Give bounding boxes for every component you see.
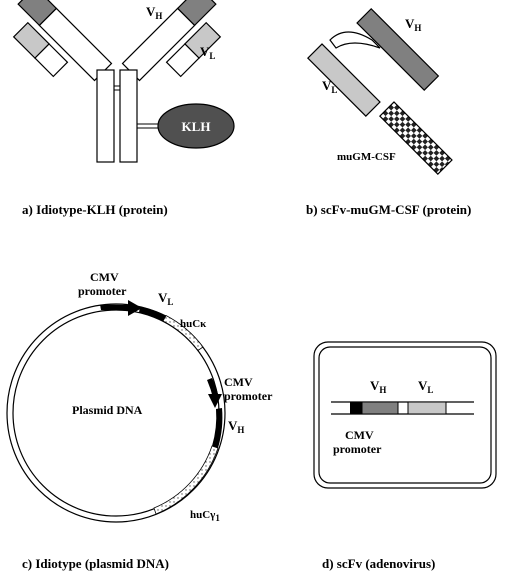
panel-b-vh-label: VH xyxy=(405,16,421,33)
panel-a-klh-label: KLH xyxy=(182,119,211,134)
left-vh-domain xyxy=(17,0,58,27)
panel-b-scfv xyxy=(307,7,453,175)
panel-b-gmcsf-label: muGM-CSF xyxy=(337,151,396,163)
scfv-vl-domain xyxy=(307,43,381,117)
adeno-cmv-promoter xyxy=(350,402,362,414)
panel-b-vl-label: VL xyxy=(322,78,337,95)
panel-c-vh-label: VH xyxy=(228,418,244,435)
right-heavy-chain xyxy=(121,0,217,82)
panel-c-cmv1-line2: promoter xyxy=(78,284,127,298)
panel-c-caption: c) Idiotype (plasmid DNA) xyxy=(22,556,169,571)
cmv-promoter-1-arrow xyxy=(100,304,132,311)
panel-a-vh-label: VH xyxy=(146,4,162,21)
fc-stem-right xyxy=(119,69,138,163)
hucg1-segment xyxy=(153,445,219,515)
panel-b-caption: b) scFv-muGM-CSF (protein) xyxy=(306,202,471,217)
klh-carrier xyxy=(157,103,235,149)
panel-c-cmv2-line2: promoter xyxy=(224,389,273,403)
panel-d-adenovirus xyxy=(313,341,497,489)
panel-a-vl-label: VL xyxy=(200,44,215,61)
panel-d-vl-label: VL xyxy=(418,378,433,395)
right-vh-domain xyxy=(176,0,217,27)
cmv-promoter-2-arrow xyxy=(207,378,219,398)
plasmid-outer-ring xyxy=(6,303,226,523)
panel-d-caption: d) scFv (adenovirus) xyxy=(322,556,435,571)
vl-segment xyxy=(139,306,166,321)
panel-c-vl-label: VL xyxy=(158,290,173,307)
right-light-chain xyxy=(165,21,222,78)
panel-d-vh-label: VH xyxy=(370,378,386,395)
scfv-vh-domain xyxy=(356,7,440,91)
panel-a-antibody xyxy=(12,0,235,163)
panel-d-cmv-line2: promoter xyxy=(333,442,382,456)
huck-segment xyxy=(162,314,204,352)
panel-c-cmv1-line1: CMV xyxy=(90,270,119,284)
adeno-vh-segment xyxy=(361,401,399,415)
panel-c-plasmid xyxy=(6,300,226,523)
gmcsf-domain xyxy=(379,101,453,175)
panel-c-hucg1-label: huCγ1 xyxy=(190,509,220,523)
panel-d-cmv-line1: CMV xyxy=(345,428,374,442)
panel-c-plasmid-label: Plasmid DNA xyxy=(72,403,143,417)
adenovirus-outer-frame xyxy=(313,341,497,489)
panel-a-caption: a) Idiotype-KLH (protein) xyxy=(22,202,168,217)
adenovirus-inner-frame xyxy=(318,346,492,484)
vh-segment xyxy=(212,408,223,448)
left-vl-domain xyxy=(12,21,50,59)
scfv-linker xyxy=(329,31,381,49)
left-light-chain xyxy=(12,21,69,78)
fc-stem-left xyxy=(96,69,115,163)
panel-c-huck-label: huCκ xyxy=(180,318,207,330)
adeno-vl-segment xyxy=(407,401,447,415)
right-vl-domain xyxy=(184,21,222,59)
panel-c-cmv2-line1: CMV xyxy=(224,375,253,389)
